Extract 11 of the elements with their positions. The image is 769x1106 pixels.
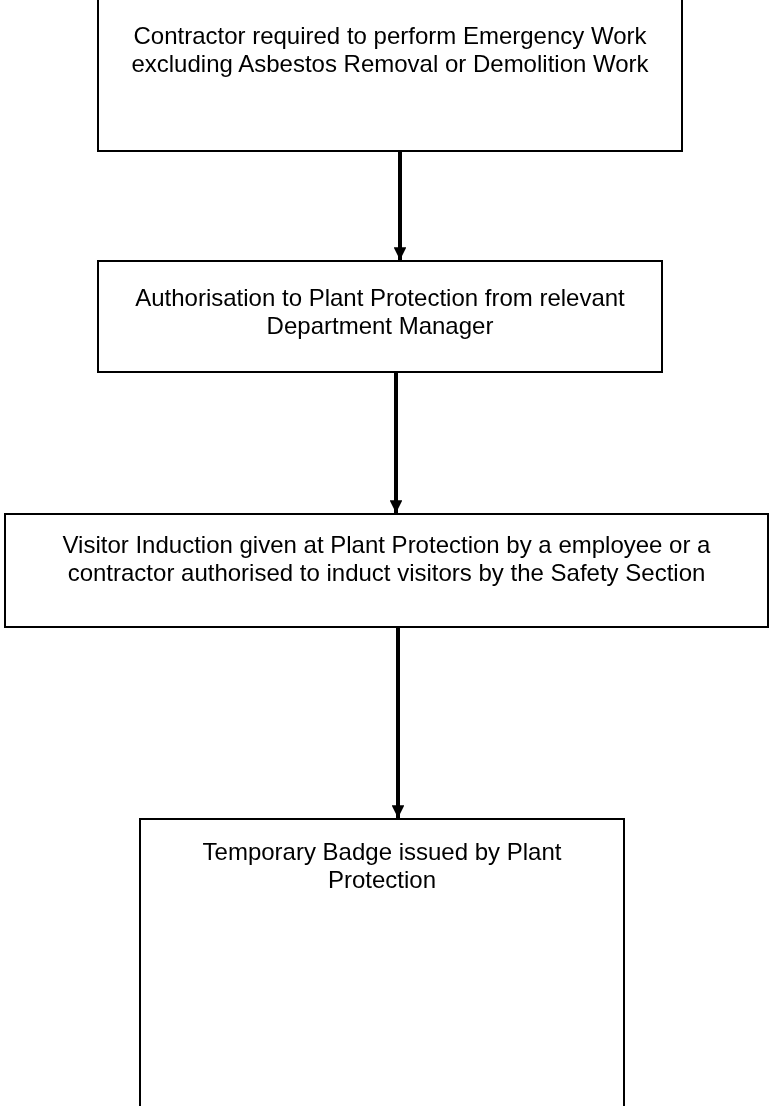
arrow xyxy=(391,628,405,818)
arrow xyxy=(393,152,407,260)
step-text: Contractor required to perform Emergency Work excluding Asbestos Removal or Demolition Work xyxy=(130,22,650,78)
process-box xyxy=(139,818,625,1106)
process-box xyxy=(4,513,769,628)
step-text: Authorisation to Plant Protection from relevant Department Manager xyxy=(134,284,626,340)
step-text: Temporary Badge issued by Plant Protection xyxy=(201,838,563,894)
arrow xyxy=(389,373,403,513)
process-box xyxy=(97,0,683,152)
process-box xyxy=(97,260,663,373)
step-text: Visitor Induction given at Plant Protection by a employee or a contractor authorised to induct visitors by the Safety Section xyxy=(61,531,712,587)
